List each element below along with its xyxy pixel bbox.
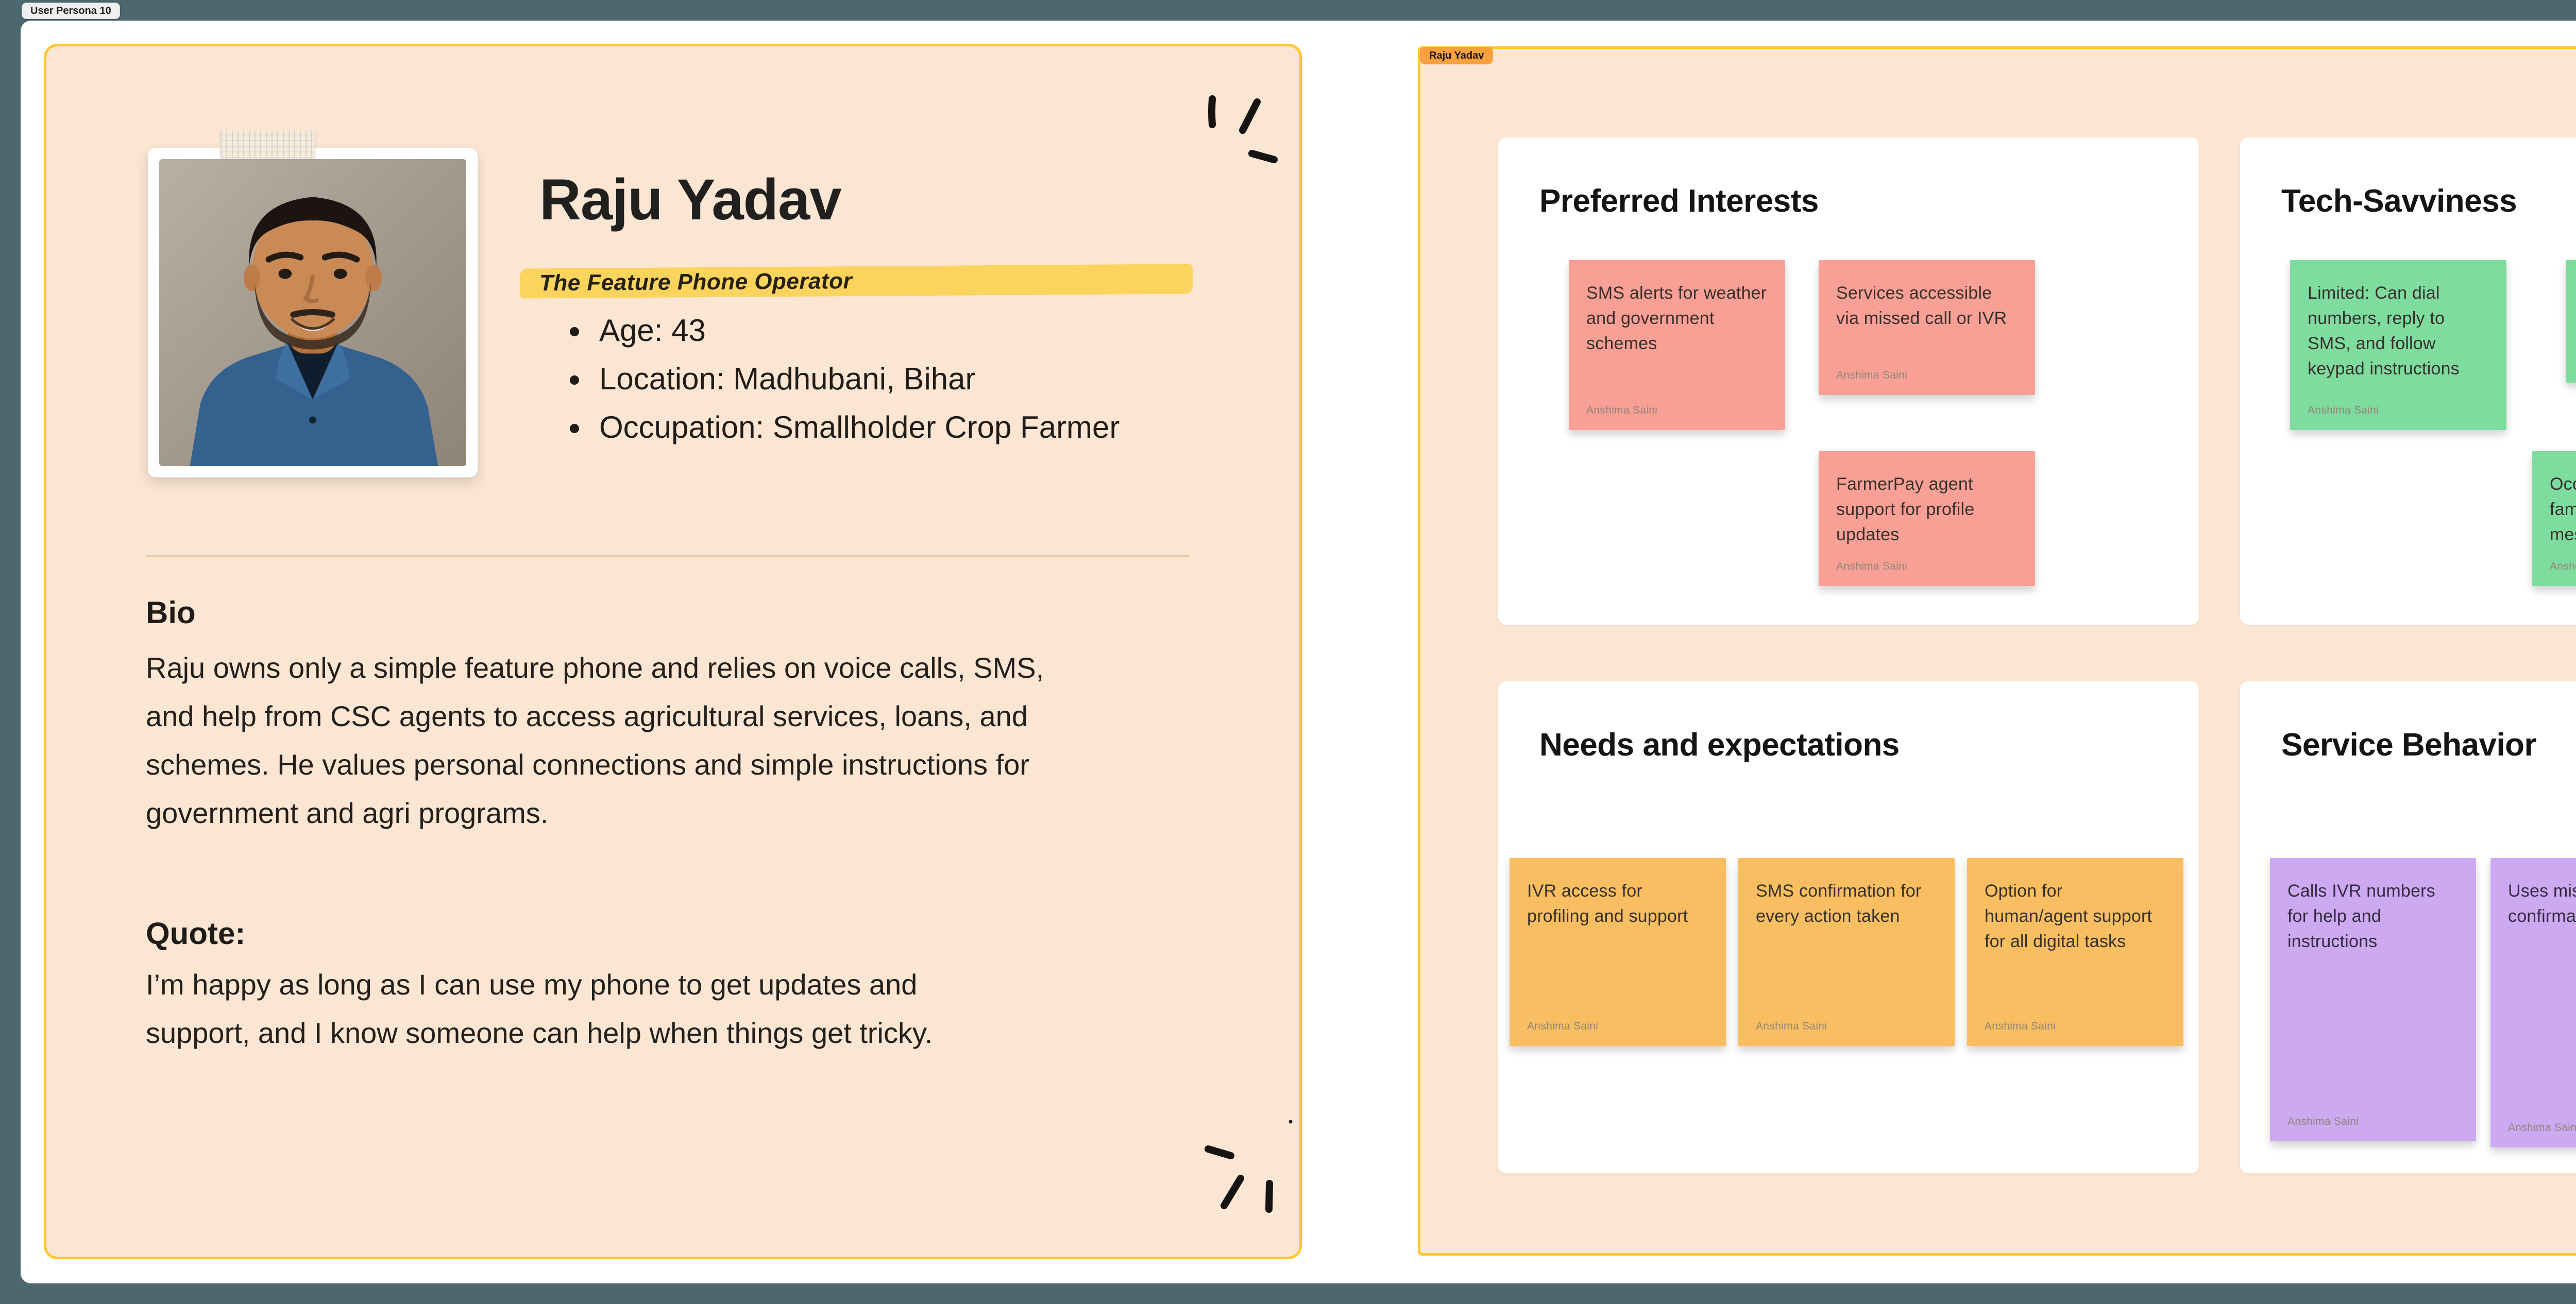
- persona-details-list: Age: 43 Location: Madhubani, Bihar Occup…: [568, 306, 1120, 452]
- sticky-text: Option for human/agent support for all d…: [1985, 881, 2153, 951]
- persona-tagline-highlight[interactable]: The Feature Phone Operator: [519, 264, 1193, 299]
- section-title: Tech-Savviness: [2281, 183, 2517, 219]
- sticky-note[interactable]: Option for human/agent support for all d…: [1967, 858, 2183, 1046]
- sticky-text: Calls IVR numbers for help and instructi…: [2287, 881, 2435, 951]
- sticky-note[interactable]: Occasionally requests family help for lo…: [2532, 451, 2576, 586]
- sticky-note[interactable]: SMS alerts for weather and government sc…: [1569, 260, 1785, 430]
- sticky-text: FarmerPay agent support for profile upda…: [1836, 474, 1975, 544]
- sticky-note[interactable]: IVR access for profiling and support Ans…: [1510, 858, 1726, 1046]
- sticky-note[interactable]: Calls IVR numbers for help and instructi…: [2270, 858, 2476, 1141]
- section-title: Needs and expectations: [1539, 727, 1900, 763]
- board-title-tag[interactable]: Raju Yadav: [1420, 47, 1494, 64]
- sticky-author: Anshima Saini: [1985, 1020, 2056, 1032]
- detail-age: Age: 43: [592, 306, 1120, 355]
- sticky-note[interactable]: Limited: Can dial numbers, reply to SMS,…: [2290, 260, 2506, 430]
- section-card-preferred-interests[interactable]: Preferred Interests SMS alerts for weath…: [1498, 138, 2199, 625]
- sticky-text: Services accessible via missed call or I…: [1836, 283, 2007, 328]
- sticky-note[interactable]: FarmerPay agent support for profile upda…: [1819, 451, 2035, 586]
- section-card-tech-savviness[interactable]: Tech-Savviness Limited: Can dial numbers…: [2240, 138, 2576, 625]
- section-title: Preferred Interests: [1539, 183, 1819, 219]
- sticky-author: Anshima Saini: [2287, 1116, 2359, 1127]
- sticky-note[interactable]: Prefers voice calls over text Anshima Sa…: [2566, 260, 2576, 383]
- bio-heading: Bio: [146, 595, 196, 630]
- sticky-note[interactable]: Services accessible via missed call or I…: [1819, 260, 2035, 395]
- persona-photo[interactable]: [148, 130, 478, 477]
- sticky-author: Anshima Saini: [1756, 1020, 1827, 1032]
- section-card-service-behavior[interactable]: Service Behavior Calls IVR numbers for h…: [2240, 681, 2576, 1173]
- persona-card[interactable]: Raju Yadav The Feature Phone Operator Ag…: [44, 44, 1302, 1259]
- divider-line: [146, 555, 1189, 557]
- section-card-needs-expectations[interactable]: Needs and expectations IVR access for pr…: [1498, 681, 2199, 1173]
- quote-text: I’m happy as long as I can use my phone …: [146, 968, 933, 1049]
- persona-board[interactable]: Raju Yadav Preferred Interests SMS alert…: [1418, 46, 2576, 1256]
- sticky-note[interactable]: Uses missed calls for confirmations Ansh…: [2490, 858, 2576, 1147]
- portrait-illustration: [159, 159, 466, 466]
- sticky-text: Limited: Can dial numbers, reply to SMS,…: [2308, 283, 2460, 379]
- detail-occupation: Occupation: Smallholder Crop Farmer: [592, 403, 1120, 452]
- sticky-text: SMS confirmation for every action taken: [1756, 881, 1922, 926]
- sticky-text: IVR access for profiling and support: [1527, 881, 1688, 926]
- sticky-author: Anshima Saini: [1836, 560, 1908, 572]
- sticky-author: Anshima Saini: [2550, 560, 2576, 572]
- quote-heading: Quote:: [146, 916, 246, 951]
- washi-tape-decoration: [221, 130, 315, 158]
- sticky-author: Anshima Saini: [1836, 369, 1908, 381]
- section-title: Service Behavior: [2281, 727, 2537, 763]
- sticky-author: Anshima Saini: [1586, 404, 1658, 416]
- sticky-text: SMS alerts for weather and government sc…: [1586, 283, 1767, 353]
- sticky-text: Occasionally requests family help for lo…: [2550, 474, 2576, 544]
- sticky-author: Anshima Saini: [1527, 1020, 1599, 1032]
- sticky-author: Anshima Saini: [2308, 404, 2379, 416]
- persona-name: Raju Yadav: [539, 167, 842, 232]
- persona-tagline: The Feature Phone Operator: [539, 268, 853, 296]
- hand-drawn-accent-marks-top: [1208, 95, 1278, 163]
- sticky-text: Uses missed calls for confirmations: [2508, 881, 2576, 926]
- sticky-note[interactable]: SMS confirmation for every action taken …: [1738, 858, 1955, 1046]
- bio-text: Raju owns only a simple feature phone an…: [146, 651, 1044, 829]
- sticky-author: Anshima Saini: [2508, 1122, 2576, 1134]
- detail-location: Location: Madhubani, Bihar: [592, 355, 1120, 403]
- hand-drawn-accent-marks-bottom: [1205, 1120, 1293, 1213]
- section-label-pill[interactable]: User Persona 10: [22, 3, 120, 19]
- white-frame: Raju Yadav The Feature Phone Operator Ag…: [21, 21, 2576, 1283]
